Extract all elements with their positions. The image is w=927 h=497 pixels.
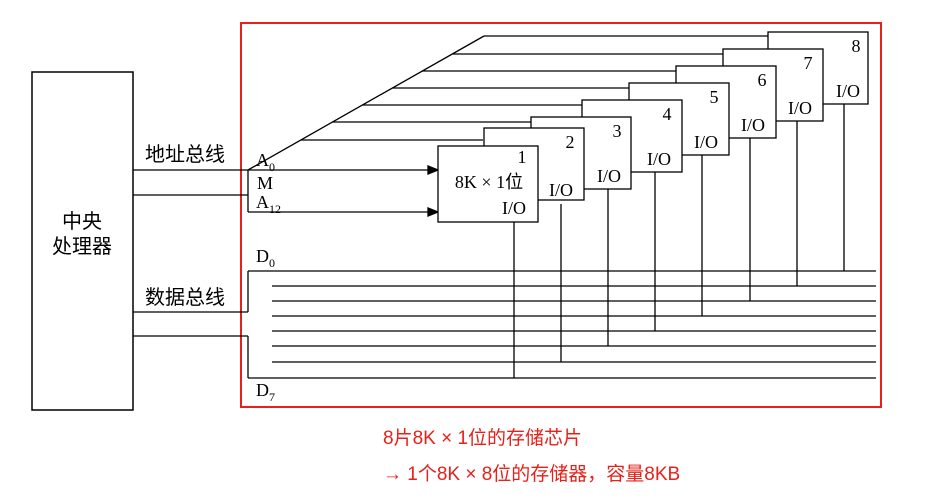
chip-8-io: I/O bbox=[836, 81, 860, 101]
chip-3-io: I/O bbox=[597, 166, 621, 186]
data-d0-label: D0 bbox=[256, 246, 275, 270]
cpu-box bbox=[31, 71, 134, 411]
chip-3-number: 3 bbox=[613, 121, 622, 141]
caption-chip-set: 8片8K × 1位的存储芯片 bbox=[383, 428, 583, 449]
data-bus-label: 数据总线 bbox=[145, 286, 225, 309]
chip-2-io: I/O bbox=[549, 180, 573, 200]
chip-4-io: I/O bbox=[647, 149, 671, 169]
addr-a0-label: A0 bbox=[256, 150, 275, 174]
chip-4-number: 4 bbox=[663, 104, 672, 124]
chip-6-number: 6 bbox=[758, 70, 767, 90]
chip-5-io: I/O bbox=[694, 132, 718, 152]
chip-7-io: I/O bbox=[788, 98, 812, 118]
chip-1-number: 1 bbox=[518, 147, 527, 167]
mem-signal-label: M bbox=[257, 173, 273, 193]
chip-8-number: 8 bbox=[852, 36, 861, 56]
address-bus-label: 地址总线 bbox=[145, 143, 225, 166]
memory-highlight-frame bbox=[240, 22, 882, 408]
cpu-label-line2: 处理器 bbox=[52, 235, 112, 258]
cpu-label-line1: 中央 bbox=[62, 210, 102, 233]
chip-7-number: 7 bbox=[804, 53, 813, 73]
addr-a12-label: A12 bbox=[256, 192, 281, 216]
data-bus bbox=[133, 100, 876, 379]
chip-1-capacity: 8K × 1位 bbox=[455, 172, 523, 192]
caption-memory-result: → 1个8K × 8位的存储器，容量8KB bbox=[383, 464, 681, 485]
chip-2-number: 2 bbox=[566, 132, 575, 152]
chip-6-io: I/O bbox=[741, 115, 765, 135]
chip-5-number: 5 bbox=[710, 87, 719, 107]
chip-1: 1 8K × 1位 I/O bbox=[437, 145, 539, 223]
data-d7-label: D7 bbox=[256, 380, 275, 404]
address-bus bbox=[133, 35, 772, 217]
chip-1-io: I/O bbox=[502, 198, 526, 218]
